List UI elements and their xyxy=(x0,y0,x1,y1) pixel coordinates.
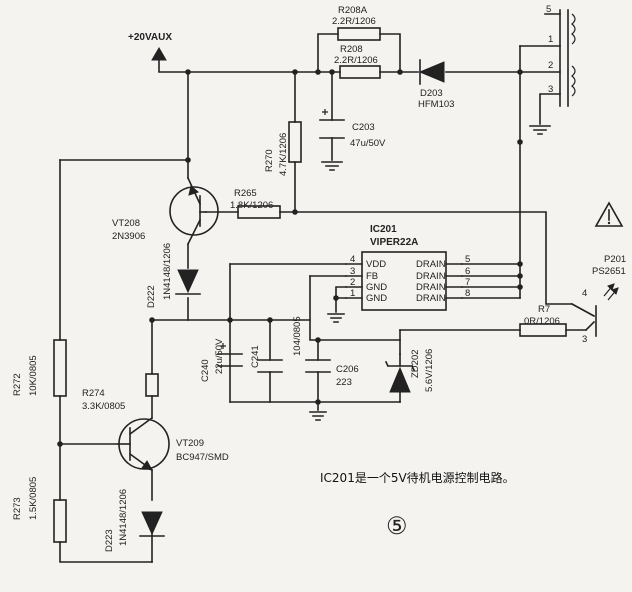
d222-label: D222 xyxy=(146,285,157,308)
pin-drain2-label: DRAIN xyxy=(416,271,446,282)
resistor-r273 xyxy=(53,499,67,543)
vt209-label: VT209 xyxy=(176,438,204,449)
pin-number-2: 2 xyxy=(350,277,355,288)
d223-label: D223 xyxy=(104,529,115,552)
capacitor-c206 xyxy=(305,359,331,373)
warning-triangle-icon xyxy=(594,201,624,227)
pin-vdd-label: VDD xyxy=(366,259,386,270)
c241-label: C241 xyxy=(250,345,261,368)
resistor-r274 xyxy=(145,373,159,397)
transformer-pin-2: 2 xyxy=(548,60,553,71)
d203-value: HFM103 xyxy=(418,99,454,110)
pin-number-1: 1 xyxy=(350,288,355,299)
transistor-vt208 xyxy=(169,176,219,246)
pin-number-6: 6 xyxy=(465,266,470,277)
r265-value: 1.8K/1206 xyxy=(230,200,273,211)
ic201-label: IC201 xyxy=(370,224,397,235)
vt208-label: VT208 xyxy=(112,218,140,229)
figure-caption: IC201是一个5V待机电源控制电路。 xyxy=(320,470,515,485)
r208-label: R208 xyxy=(340,44,363,55)
transistor-vt209 xyxy=(117,416,170,472)
c206-label: C206 xyxy=(336,364,359,375)
pin-number-8: 8 xyxy=(465,288,470,299)
d203-label: D203 xyxy=(420,88,443,99)
opto-pin-3: 3 xyxy=(582,334,587,345)
pin-drain1-label: DRAIN xyxy=(416,259,446,270)
resistor-r265 xyxy=(237,205,281,219)
d222-value: 1N4148/1206 xyxy=(162,243,173,300)
zd202-label: ZD202 xyxy=(410,349,421,378)
r208a-label: R208A xyxy=(338,5,368,16)
transformer-winding xyxy=(544,9,576,107)
r7-label: R7 xyxy=(538,304,550,315)
p201-label: P201 xyxy=(604,254,626,265)
vt209-value: BC947/SMD xyxy=(176,452,229,463)
zener-zd202 xyxy=(384,353,416,393)
r208-value: 2.2R/1206 xyxy=(334,55,378,66)
ground-symbols xyxy=(309,125,551,421)
ic201-value: VIPER22A xyxy=(370,237,418,248)
capacitor-c240 xyxy=(217,343,243,367)
ic201-chip xyxy=(345,251,463,311)
junctions xyxy=(57,69,523,447)
optocoupler-p201 xyxy=(595,283,619,337)
r274-value: 3.3K/0805 xyxy=(82,401,125,412)
r274-label: R274 xyxy=(82,388,105,399)
vt208-value: 2N3906 xyxy=(112,231,145,242)
c203-value: 47u/50V xyxy=(350,138,386,149)
pin-fb-label: FB xyxy=(366,271,378,282)
vaux-arrow-icon xyxy=(151,47,167,61)
r7-value: 0R/1206 xyxy=(524,316,560,327)
r273-label: R273 xyxy=(12,497,23,520)
r273-value: 1.5K/0805 xyxy=(28,477,39,520)
pin-number-7: 7 xyxy=(465,277,470,288)
c203-label: C203 xyxy=(352,122,375,133)
diode-d223 xyxy=(139,511,165,537)
diode-d222 xyxy=(175,269,201,295)
pin-number-5: 5 xyxy=(465,254,470,265)
pin-number-3: 3 xyxy=(350,266,355,277)
transformer-pin-1: 1 xyxy=(548,34,553,45)
figure-number: ⑤ xyxy=(386,512,408,540)
pin-drain3-label: DRAIN xyxy=(416,282,446,293)
pin-gnd1-label: GND xyxy=(366,282,387,293)
capacitor-c241 xyxy=(257,359,283,373)
capacitor-c203 xyxy=(319,109,345,139)
r208a-value: 2.2R/1206 xyxy=(332,16,376,27)
c241-value: 104/0805 xyxy=(292,316,303,356)
transformer-pin-5: 5 xyxy=(546,4,551,15)
resistor-r208 xyxy=(339,65,381,79)
r270-label: R270 xyxy=(264,149,275,172)
r272-label: R272 xyxy=(12,373,23,396)
resistor-r270 xyxy=(288,121,302,163)
d223-value: 1N4148/1206 xyxy=(118,489,129,546)
resistor-r7 xyxy=(519,323,567,337)
pin-drain4-label: DRAIN xyxy=(416,293,446,304)
r270-value: 4.7K/1206 xyxy=(278,133,289,176)
resistor-r272 xyxy=(53,339,67,397)
resistor-r208a xyxy=(337,27,381,41)
transformer-pin-3: 3 xyxy=(548,84,553,95)
opto-pin-4: 4 xyxy=(582,288,587,299)
pin-gnd2-label: GND xyxy=(366,293,387,304)
zd202-value: 5.6V/1206 xyxy=(424,349,435,392)
vaux-label: +20VAUX xyxy=(128,32,172,43)
pin-number-4: 4 xyxy=(350,254,355,265)
c240-value: 22u/50V xyxy=(214,338,225,374)
r265-label: R265 xyxy=(234,188,257,199)
c240-label: C240 xyxy=(200,359,211,382)
c206-value: 223 xyxy=(336,377,352,388)
r272-value: 10K/0805 xyxy=(28,355,39,396)
p201-value: PS2651 xyxy=(592,266,626,277)
diode-d203 xyxy=(418,59,445,85)
